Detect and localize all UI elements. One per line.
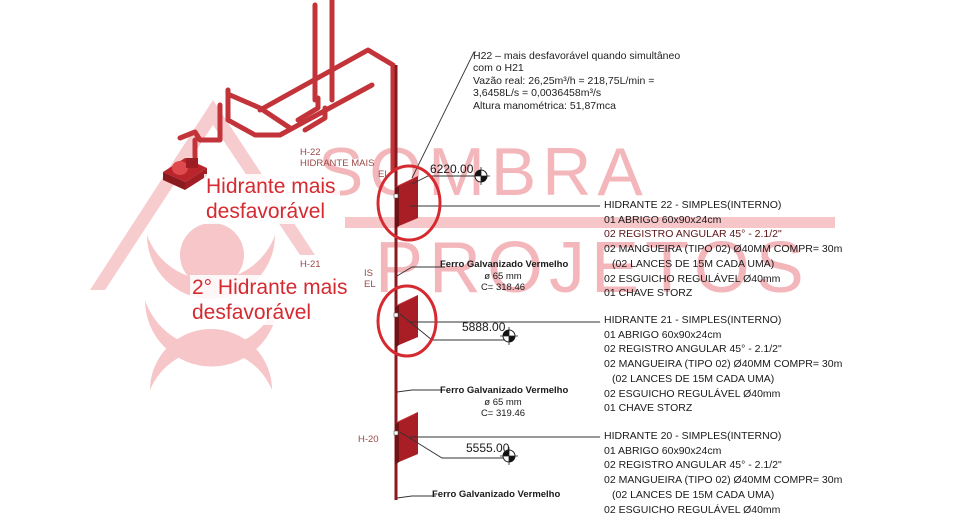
callout-h21: 2° Hidrante mais desfavorável	[190, 275, 352, 325]
hydrant-cabinet-h22	[395, 176, 418, 229]
hydrant-cabinet-h20	[395, 412, 418, 465]
pump-icon	[163, 158, 207, 190]
pipe-segment-label-2: Ferro Galvanizado Vermelho ø 65 mm C= 31…	[440, 385, 569, 419]
tag-h21: H-21	[300, 259, 321, 270]
elevation-h22: 6220.00	[430, 162, 474, 176]
elevation-h20: 5555.00	[466, 441, 510, 455]
callout-h22: Hidrante mais desfavorável	[204, 174, 340, 224]
tag-h22: H-22 HIDRANTE MAIS EL	[300, 147, 390, 180]
hydrant-spec-21: HIDRANTE 21 - SIMPLES(INTERNO) 01 ABRIGO…	[604, 314, 843, 415]
hydrant-cabinet-h21	[395, 295, 418, 348]
tag-h21-suffix: IS EL	[364, 268, 376, 290]
elevation-h21: 5888.00	[462, 320, 506, 334]
tag-h20: H-20	[358, 434, 379, 445]
elevation-marker-h21	[500, 327, 518, 345]
watermark-text-bottom: PROJETOS	[375, 228, 810, 308]
pipe-segment-label-1: Ferro Galvanizado Vermelho ø 65 mm C= 31…	[440, 259, 569, 293]
hydrant-title: HIDRANTE 21 - SIMPLES(INTERNO)	[604, 314, 782, 326]
elevation-marker-h20	[500, 447, 518, 465]
highlight-circle-h22	[376, 164, 442, 242]
hydrant-spec-22: HIDRANTE 22 - SIMPLES(INTERNO) 01 ABRIGO…	[604, 199, 843, 300]
highlight-circle-h21	[376, 284, 438, 358]
flow-annotation-note: H22 – mais desfavorável quando simultâne…	[473, 50, 681, 112]
hydrant-title: HIDRANTE 22 - SIMPLES(INTERNO)	[604, 199, 782, 211]
elevation-marker-h22	[472, 167, 490, 185]
piping-isometric	[163, 0, 600, 500]
pipe-segment-label-3: Ferro Galvanizado Vermelho	[432, 489, 561, 500]
hydrant-title: HIDRANTE 20 - SIMPLES(INTERNO)	[604, 430, 782, 442]
hydrant-spec-20: HIDRANTE 20 - SIMPLES(INTERNO) 01 ABRIGO…	[604, 430, 843, 516]
